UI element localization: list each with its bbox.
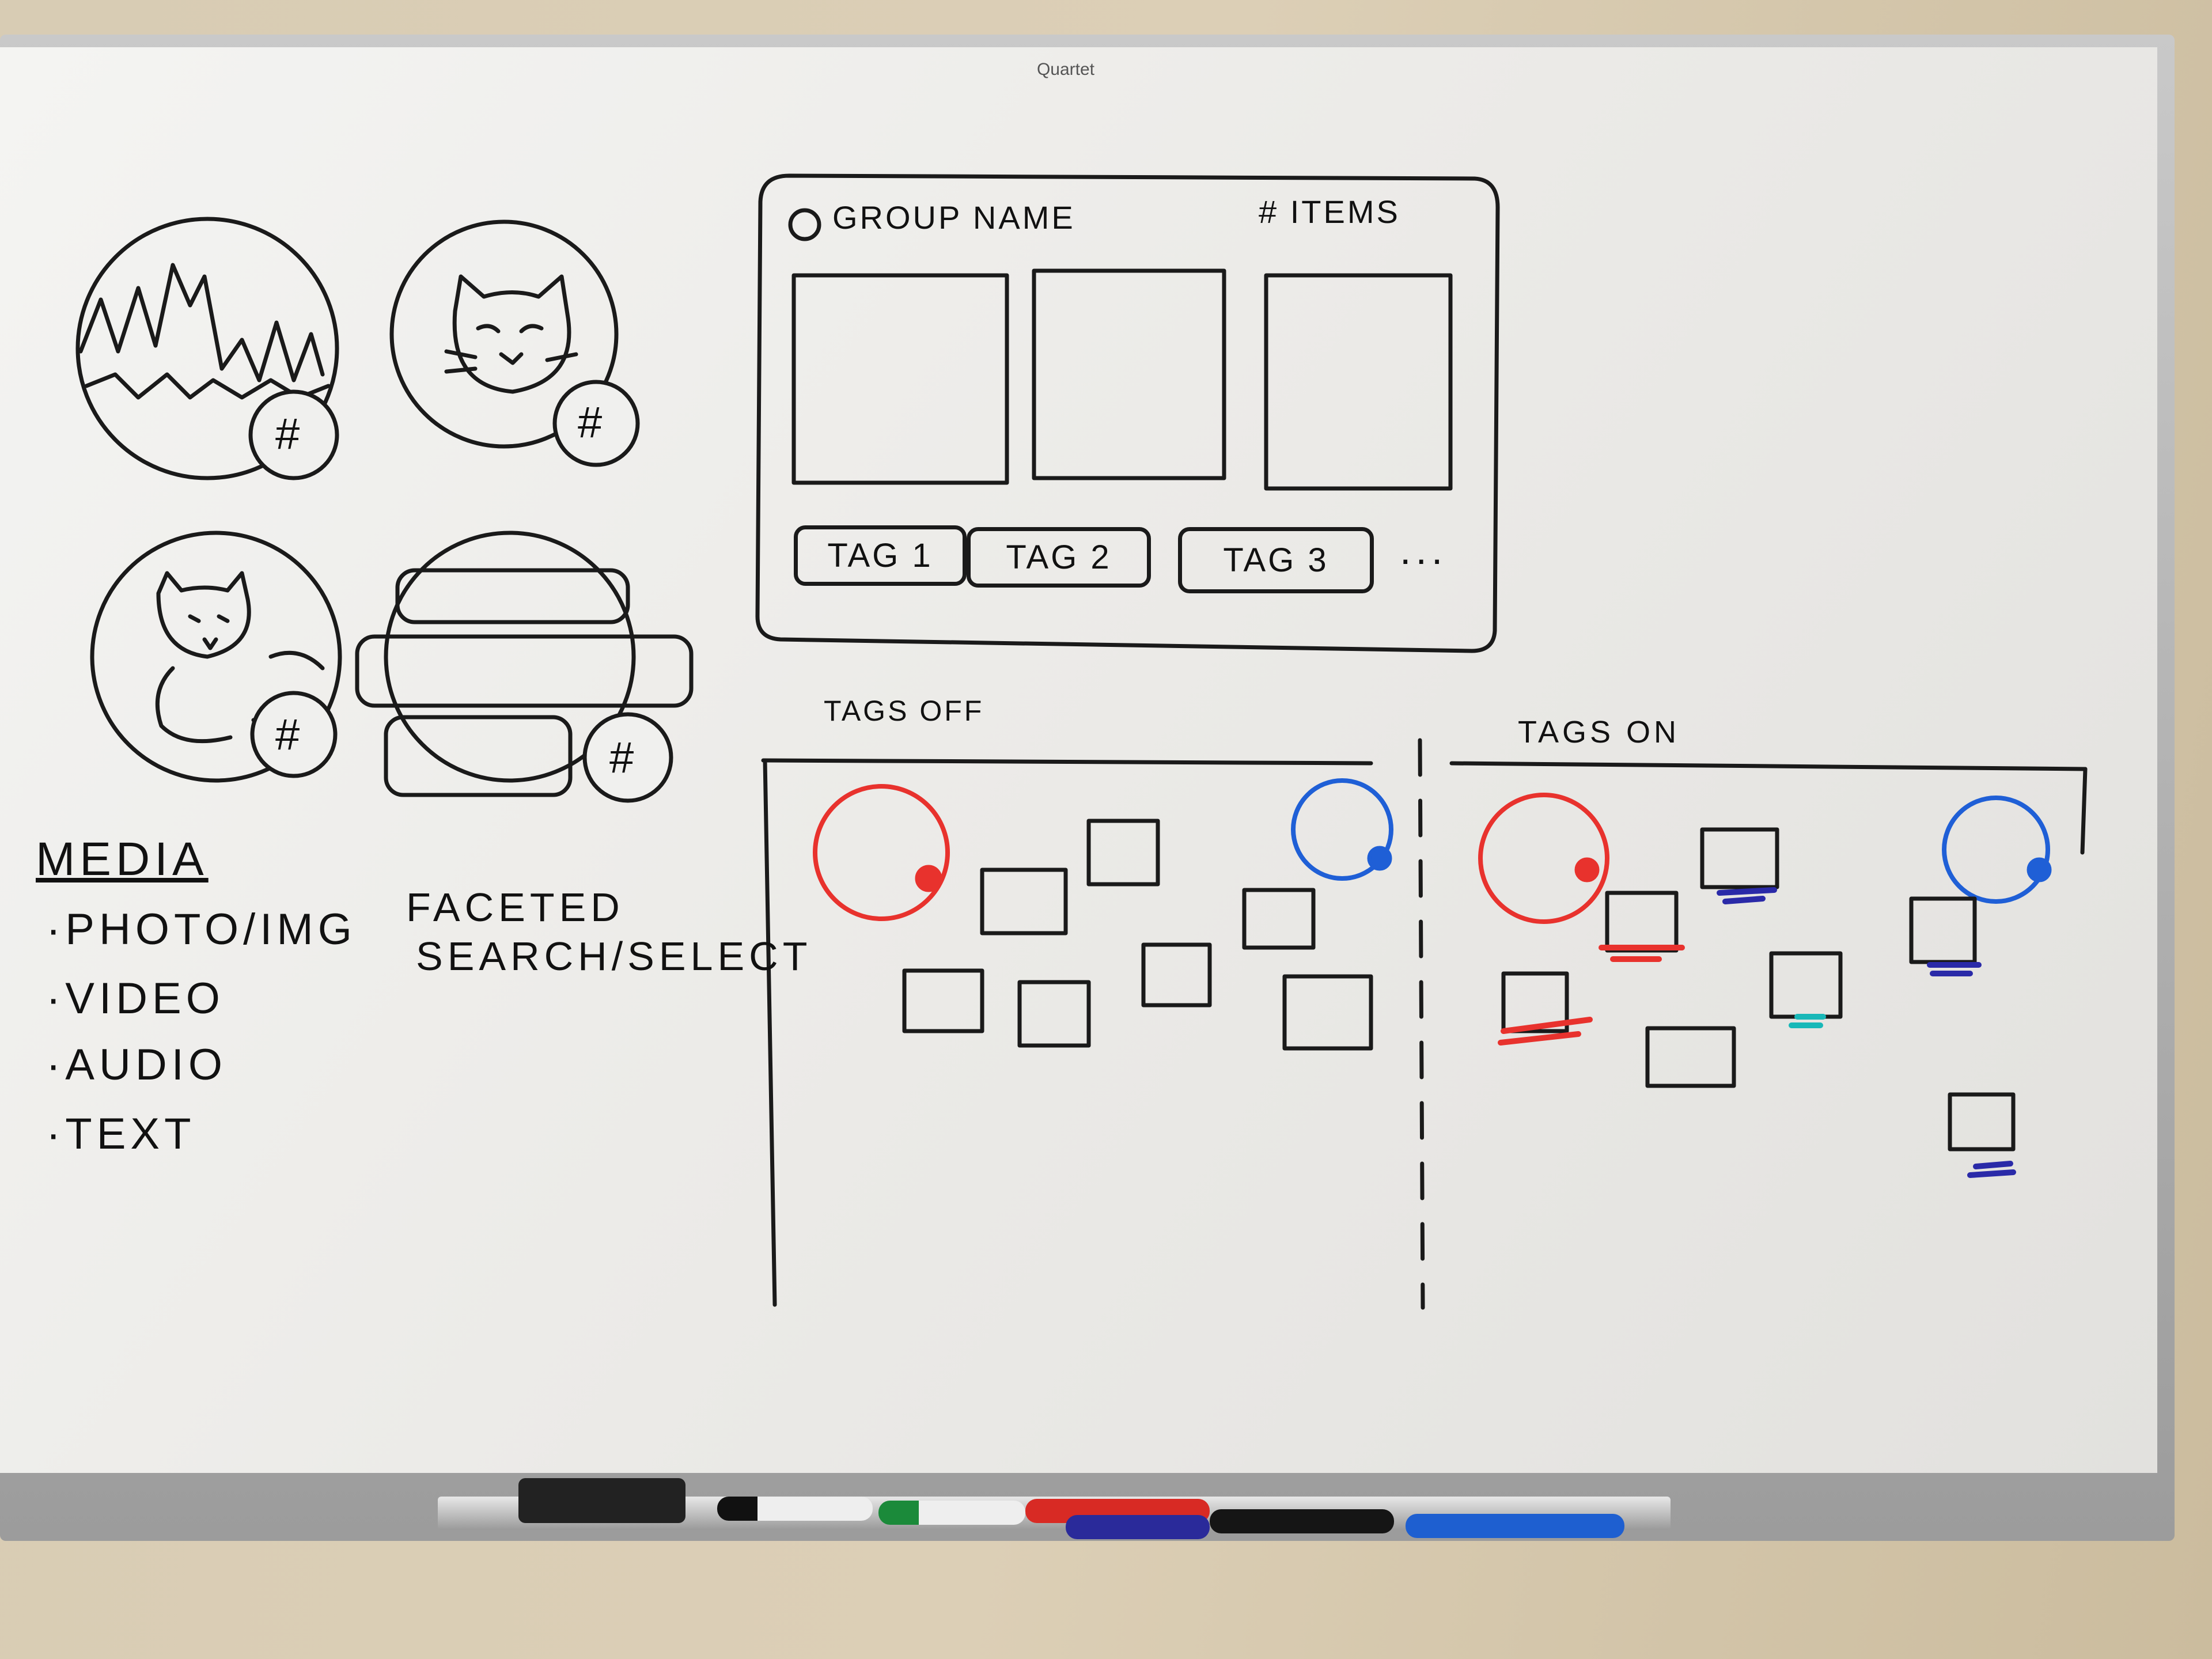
media-badge-text: # (609, 733, 639, 782)
brand-label: Quartet (1036, 60, 1095, 79)
tag-chip-2: TAG 2 (967, 527, 1151, 588)
media-badge-video: # (275, 710, 305, 759)
cat-media-circle (389, 219, 640, 467)
black-expo-marker (1210, 1509, 1394, 1533)
group-name: GROUP NAME (832, 199, 1075, 236)
tag-chip-3: TAG 3 (1178, 527, 1374, 593)
tag-chip-2-label: TAG 2 (1006, 539, 1112, 576)
faceted-line-2: SEARCH/SELECT (416, 934, 812, 979)
eraser (518, 1478, 685, 1523)
panel-divider (1418, 738, 1425, 1310)
audio-media-circle (75, 217, 339, 480)
green-marker (878, 1501, 1025, 1525)
tags-on-panel (1449, 761, 2088, 855)
media-item-text: ·TEXT (46, 1109, 196, 1158)
tag-chip-1-label: TAG 1 (827, 537, 933, 574)
tags-off-thumbnails (813, 778, 1393, 1051)
purple-marker (1066, 1515, 1210, 1539)
media-badge-audio: # (275, 410, 305, 459)
black-marker (717, 1497, 873, 1521)
media-title: MEDIA (36, 833, 209, 885)
tag-underline-marks (1498, 887, 2016, 1178)
text-media-circle (355, 531, 694, 803)
group-card-sketch (755, 173, 1500, 653)
blue-marker (1406, 1514, 1624, 1538)
squirrel-media-circle (90, 531, 342, 783)
tags-off-panel (761, 758, 1373, 1307)
faceted-line-1: FACETED (406, 885, 624, 930)
media-item-video: ·VIDEO (46, 974, 225, 1023)
media-badge-photo: # (578, 398, 607, 447)
media-item-photo: ·PHOTO/IMG (46, 905, 357, 954)
tags-on-label: TAGS ON (1518, 715, 1680, 749)
group-item-count: # ITEMS (1259, 194, 1400, 230)
more-tags-ellipsis: ... (1400, 528, 1448, 573)
tag-chip-1: TAG 1 (794, 525, 967, 586)
media-item-audio: ·AUDIO (46, 1040, 227, 1089)
tag-chip-3-label: TAG 3 (1223, 541, 1329, 579)
tags-off-label: TAGS OFF (824, 695, 984, 727)
